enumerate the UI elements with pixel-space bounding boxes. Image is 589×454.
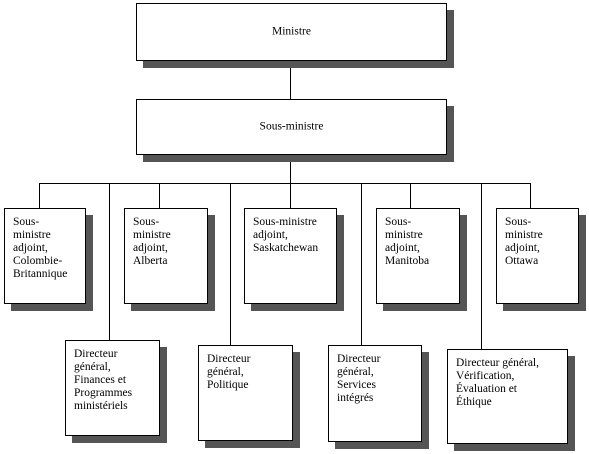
connector-sous-ministre-down [290,155,291,183]
connector-to-regional-4 [410,183,411,208]
box-label: Sous- ministre adjoint, Colombie- Britan… [13,216,68,280]
box-label: Sous-ministre adjoint, Saskatchewan [253,216,319,254]
connector-ministre-to-sous-ministre [290,61,291,99]
connector-to-director-1 [109,183,110,340]
box-label: Sous- ministre adjoint, Ottawa [505,216,543,267]
box-regional-alberta: Sous- ministre adjoint, Alberta [124,208,208,304]
connector-to-regional-3 [290,183,291,208]
connector-to-director-2 [230,183,231,345]
box-director-finances: Directeur général, Finances et Programme… [65,340,160,436]
box-regional-ottawa: Sous- ministre adjoint, Ottawa [496,208,579,304]
box-regional-manitoba: Sous- ministre adjoint, Manitoba [376,208,460,304]
box-regional-saskatchewan: Sous-ministre adjoint, Saskatchewan [244,208,337,304]
box-label: Directeur général, Services intégrés [337,353,381,404]
box-label: Directeur général, Vérification, Évaluat… [456,357,540,408]
box-label: Directeur général, Finances et Programme… [74,348,133,412]
box-label: Ministre [272,25,311,38]
box-regional-colombie-britannique: Sous- ministre adjoint, Colombie- Britan… [4,208,86,304]
connector-horizontal-bus [39,183,531,184]
box-label: Sous- ministre adjoint, Manitoba [385,216,430,267]
box-label: Directeur général, Politique [207,353,251,391]
box-label: Sous-ministre [259,120,324,133]
box-ministre: Ministre [136,3,447,61]
connector-to-director-4 [481,183,482,349]
connector-to-director-3 [361,183,362,345]
connector-to-regional-2 [159,183,160,208]
box-director-politique: Directeur général, Politique [198,345,293,441]
box-label: Sous- ministre adjoint, Alberta [133,216,171,267]
connector-to-regional-5 [530,183,531,208]
box-director-services: Directeur général, Services intégrés [328,345,422,442]
box-director-verification: Directeur général, Vérification, Évaluat… [447,349,568,444]
box-sous-ministre: Sous-ministre [136,99,447,155]
connector-to-regional-1 [39,183,40,208]
